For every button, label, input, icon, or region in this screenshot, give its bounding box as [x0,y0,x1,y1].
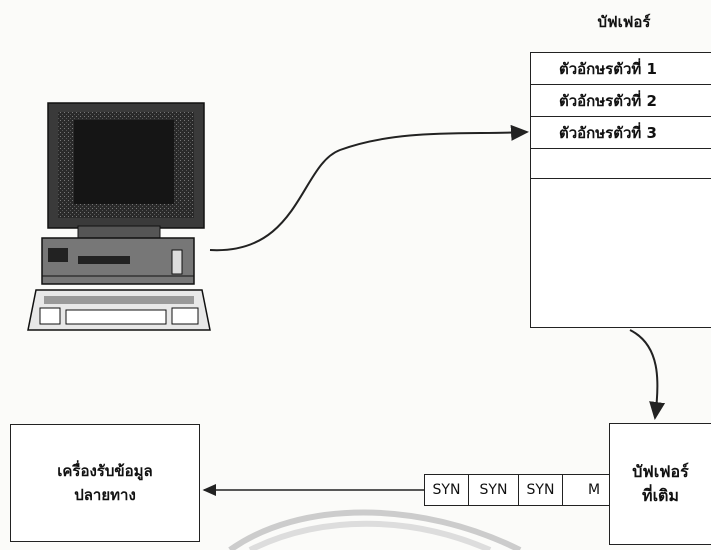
watermark-arcs [230,513,520,550]
buffer-row-3: ตัวอักษรตัวที่ 3 [531,117,711,149]
buffer-row-empty [531,149,711,179]
receiver-box: เครื่องรับข้อมูล ปลายทาง [10,424,200,542]
buffer-box: ตัวอักษรตัวที่ 1 ตัวอักษรตัวที่ 2 ตัวอัก… [530,52,711,328]
frame-cell-syn-3: SYN [519,475,563,505]
receiver-label: เครื่องรับข้อมูล ปลายทาง [57,459,152,507]
arrow-buffer-to-added-buffer [630,330,657,418]
buffer-title: บัฟเฟอร์ [594,10,654,34]
frame-sequence: SYN SYN SYN M [424,474,626,506]
buffer-row-2: ตัวอักษรตัวที่ 2 [531,85,711,117]
buffer-row-1: ตัวอักษรตัวที่ 1 [531,53,711,85]
arrow-computer-to-buffer [210,132,527,250]
frame-cell-syn-2: SYN [469,475,519,505]
added-buffer-box: บัฟเฟอร์ ที่เติม [609,423,711,545]
computer-icon [28,103,210,330]
added-buffer-label: บัฟเฟอร์ ที่เติม [632,460,688,508]
frame-cell-syn-1: SYN [425,475,469,505]
